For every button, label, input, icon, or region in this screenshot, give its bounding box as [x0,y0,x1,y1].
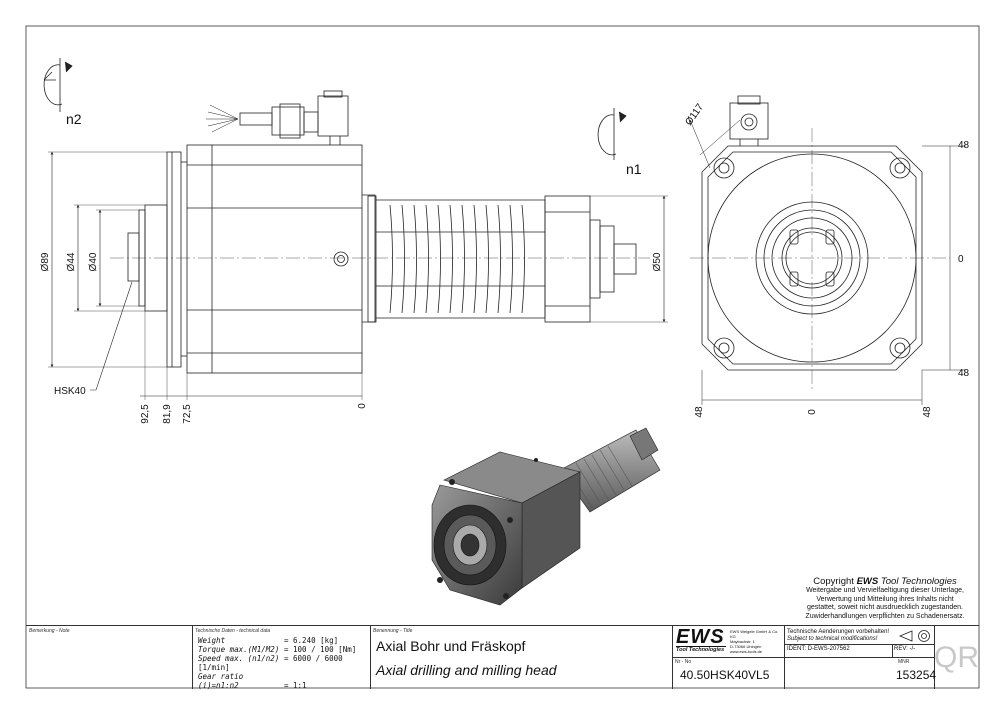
torque-value: = 100 / 100 [Nm] [284,645,357,654]
dim-d44: Ø44 [66,252,77,271]
ews-logo: EWS Tool Technologies [676,626,726,653]
dim-0-side: 0 [357,403,368,409]
mnr-label: MNR [898,659,910,665]
changes-english: Subject to technical modifications! [787,636,878,642]
dim-48-left: 48 [694,406,705,418]
dim-48-bottom: 48 [958,368,970,379]
changes-german: Technische Aenderungen vorbehalten! [787,629,890,635]
dim-d40: Ø40 [88,252,99,271]
iso-view [431,427,661,606]
projection-symbol-icon [898,630,930,642]
logo-subtext: Tool Technologies [676,646,726,653]
part-number: 40.50HSK40VL5 [680,668,770,682]
revision: REV: -/- [894,646,916,652]
dim-81-9: 81,9 [162,404,173,424]
torque-label: Torque max.(M1/M2) [198,645,280,654]
tech-data-cell: Technische Daten - technical data Weight… [192,626,371,690]
company-city: D-73066 Uhingen [730,644,762,649]
nr-label: Nr - No [675,659,692,665]
company-cell: EWS Tool Technologies EWS Weigele GmbH &… [672,626,785,689]
gear-value: = 1:1 [284,681,307,690]
front-dimensions [689,119,966,405]
rotation-symbol-n2 [43,58,73,112]
n2-label: n2 [66,111,82,127]
copyright-line-3: gestattet, soweit nicht ausdruecklich zu… [806,604,964,612]
qr-text: QR [934,640,979,674]
title-cell: Benennung - Title Axial Bohr und Fräskop… [370,626,673,689]
sheet-border [25,25,980,689]
speed-label: Speed max. (n1/n2) [198,654,280,663]
title-german: Axial Bohr und Fräskopf [376,638,526,654]
title-block: Bemerkung - Note Technische Daten - tech… [26,625,979,690]
ident-number: IDENT: D-EWS-207562 [787,646,850,652]
title-english: Axial drilling and milling head [376,662,557,678]
weight-label: Weight [198,636,226,645]
company-street: Maybachstr. 1 [730,639,755,644]
copyright-brand: EWS [856,576,879,587]
copyright-line-1: Weitergabe und Vervielfaeltigung dieser … [806,587,964,594]
n1-label: n1 [626,161,642,177]
note-label: Bemerkung - Note [29,628,70,634]
dim-0-right: 0 [958,254,964,265]
qr-code-placeholder: QR [934,626,979,689]
dim-d117: Ø117 [683,102,706,128]
logo-text: EWS [676,626,725,648]
copyright-line-4: Zuwiderhandlungen verpflichten zu Schade… [805,612,965,620]
hsk40-label: HSK40 [54,386,86,397]
dim-0-bottom: 0 [807,409,818,415]
copyright-suffix: Tool Technologies [878,576,957,587]
weight-value: = 6.240 [kg] [284,636,339,645]
speed-value: = 6000 / 6000 [1/min] [198,654,343,672]
dim-48-top: 48 [958,140,970,151]
changes-cell: Technische Aenderungen vorbehalten! Subj… [784,626,937,689]
copyright-prefix: Copyright [813,576,857,587]
note-cell: Bemerkung - Note [26,626,193,689]
title-label: Benennung - Title [373,628,413,634]
dim-48-right: 48 [922,406,933,418]
rotation-symbol-n1 [597,108,627,160]
dim-d50: Ø50 [652,252,663,271]
company-name: EWS Weigele GmbH & Co. KG [730,629,779,639]
copyright-block: Copyright EWS Tool Technologies Weiterga… [790,576,980,621]
copyright-line-2: Verwertung und Mitteilung ihres Inhalts … [816,595,954,603]
dim-72-5: 72,5 [182,404,193,424]
front-view [690,95,950,390]
dim-92-5: 92,5 [140,404,151,424]
mnr-number: 153254 [896,668,937,682]
side-view [110,90,650,374]
dim-d89: Ø89 [40,252,51,271]
copyright-title: Copyright EWS Tool Technologies [790,576,980,587]
tech-label: Technische Daten - technical data [195,628,271,634]
side-dimensions [48,151,668,400]
gear-label: Gear ratio (i)=n1:n2 [198,672,244,690]
company-web: www.ews-tools.de [730,649,763,654]
